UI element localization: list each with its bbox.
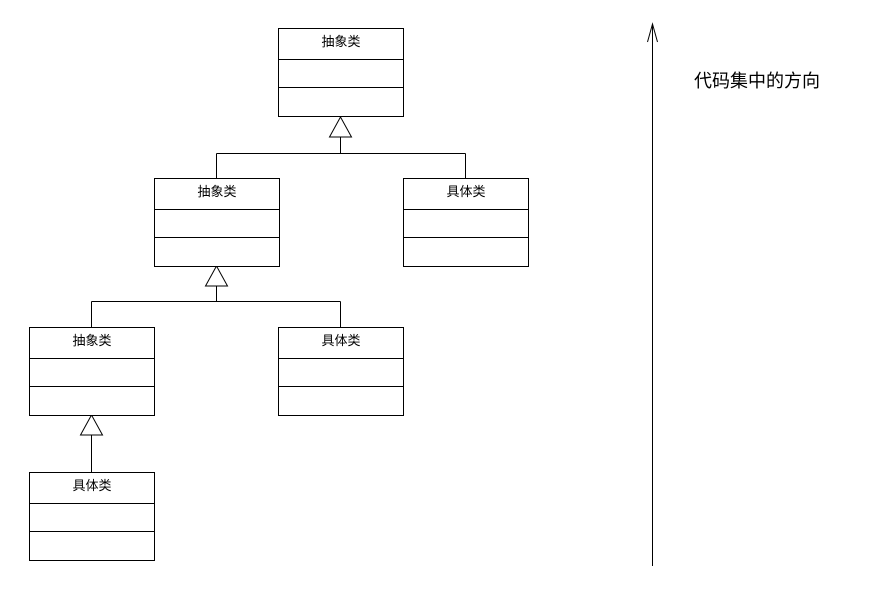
class-name: 具体类 [30, 473, 154, 504]
class-methods-section [30, 532, 154, 560]
direction-label: 代码集中的方向 [694, 71, 820, 92]
class-box-low-concrete: 具体类 [278, 327, 404, 416]
class-name: 抽象类 [30, 328, 154, 359]
class-box-mid-abstract: 抽象类 [154, 178, 280, 267]
class-name: 抽象类 [155, 179, 279, 210]
class-attributes-section [404, 210, 528, 238]
class-attributes-section [30, 504, 154, 532]
class-box-bottom-concrete: 具体类 [29, 472, 155, 561]
class-methods-section [279, 88, 403, 116]
class-name: 抽象类 [279, 29, 403, 60]
class-box-mid-concrete: 具体类 [403, 178, 529, 267]
generalization-arrowhead [328, 115, 353, 138]
class-attributes-section [30, 359, 154, 387]
class-methods-section [30, 387, 154, 415]
class-box-low-abstract: 抽象类 [29, 327, 155, 416]
class-name: 具体类 [279, 328, 403, 359]
generalization-arrowhead [204, 264, 229, 287]
direction-arrowhead [647, 22, 658, 43]
class-attributes-section [155, 210, 279, 238]
class-box-top-abstract: 抽象类 [278, 28, 404, 117]
class-name: 具体类 [404, 179, 528, 210]
generalization-connector [91, 286, 341, 327]
class-attributes-section [279, 359, 403, 387]
class-attributes-section [279, 60, 403, 88]
generalization-connector [216, 137, 466, 178]
class-methods-section [155, 238, 279, 266]
class-methods-section [279, 387, 403, 415]
class-methods-section [404, 238, 528, 266]
generalization-arrowhead [79, 413, 104, 436]
